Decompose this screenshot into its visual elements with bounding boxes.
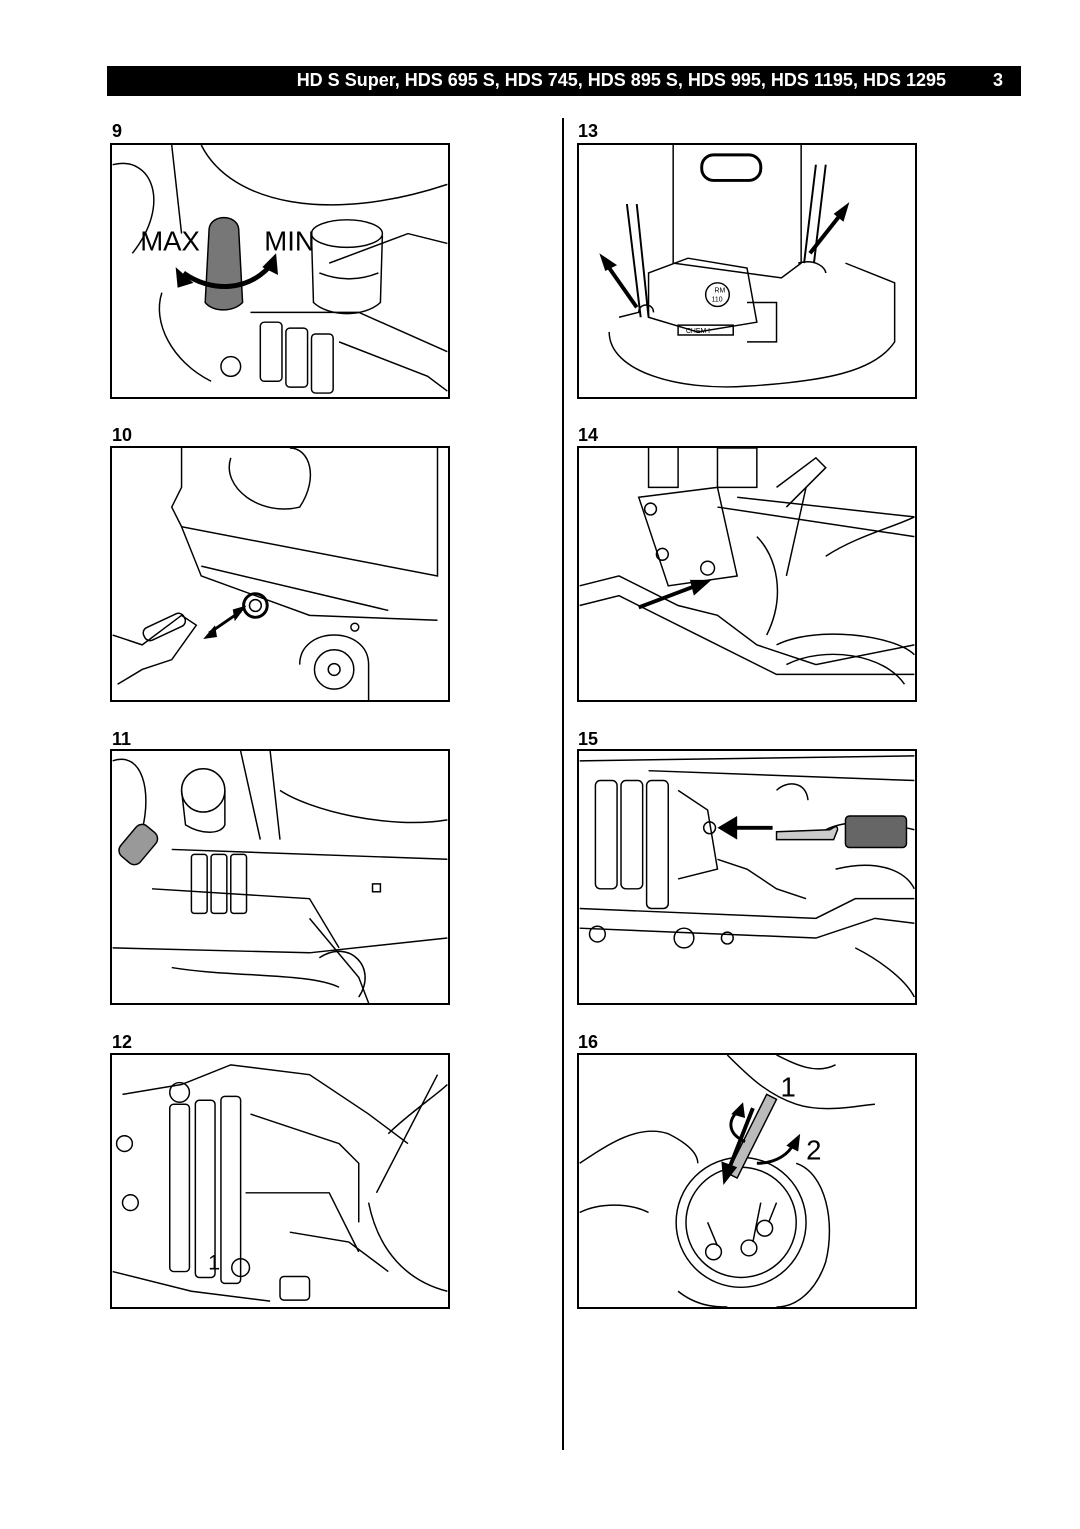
figure-12-number: 12: [112, 1032, 133, 1052]
figure-11-number: 11: [112, 729, 132, 749]
svg-text:RM: RM: [715, 288, 726, 295]
figure-14-illustration: [577, 446, 917, 702]
figure-15-illustration: [577, 749, 917, 1005]
figure-13-illustration: RM 110 CHEM I: [577, 143, 917, 399]
screwdriver-icon: [726, 1093, 778, 1180]
up-right-arrow-icon: [833, 202, 850, 222]
valve-knob-icon: [204, 216, 244, 311]
figure-16-number: 16: [578, 1032, 599, 1052]
pressure-valve-illustration: MAX MIN: [112, 145, 448, 394]
pump-valves-wrench-illustration: [112, 751, 448, 1003]
left-arrow-icon: [717, 815, 738, 840]
step-1-label: 1: [780, 1071, 795, 1102]
drain-plug-illustration: [112, 448, 439, 700]
figure-9-number: 9: [112, 121, 123, 141]
nozzle-icon: [775, 825, 839, 841]
figure-11-illustration: [110, 749, 450, 1005]
fitting-icon: [844, 815, 908, 849]
figure-10-number: 10: [112, 425, 133, 445]
rotate-arrow-icon: [182, 259, 277, 289]
double-arrow-icon: [203, 625, 217, 639]
page-number: 3: [992, 70, 1003, 90]
up-left-arrow-icon: [599, 253, 618, 271]
down-arrow-icon: [721, 1161, 738, 1185]
chemical-tanks-illustration: RM 110 CHEM I: [599, 145, 896, 388]
pump-hose-connection-illustration: [579, 448, 915, 685]
figure-9-illustration: MAX MIN: [110, 143, 450, 399]
rotate-arrow-icon: [786, 1133, 801, 1152]
header-bar: HD S Super, HDS 695 S, HDS 745, HDS 895 …: [107, 66, 1021, 96]
nozzle-fitting-illustration: [579, 755, 915, 998]
max-label: MAX: [140, 225, 200, 256]
callout-1-label: 1: [208, 1250, 220, 1275]
plug-socket-illustration: 1 2: [579, 1055, 875, 1307]
right-arrow-icon: [689, 579, 712, 596]
figure-14-number: 14: [578, 425, 599, 445]
svg-text:110: 110: [712, 297, 723, 304]
pump-head-hose-illustration: 1: [112, 1064, 448, 1302]
step-2-label: 2: [806, 1134, 821, 1165]
header-title: HD S Super, HDS 695 S, HDS 745, HDS 895 …: [296, 70, 946, 90]
figure-12-illustration: 1: [110, 1053, 450, 1309]
figure-16-illustration: 1 2: [577, 1053, 917, 1309]
figure-10-illustration: [110, 446, 450, 702]
cap-icon: [118, 823, 159, 866]
column-divider: [562, 118, 564, 1450]
figure-15-number: 15: [578, 729, 599, 749]
min-label: MIN: [264, 225, 315, 256]
figure-13-number: 13: [578, 121, 599, 141]
svg-text:CHEM I: CHEM I: [686, 328, 710, 335]
